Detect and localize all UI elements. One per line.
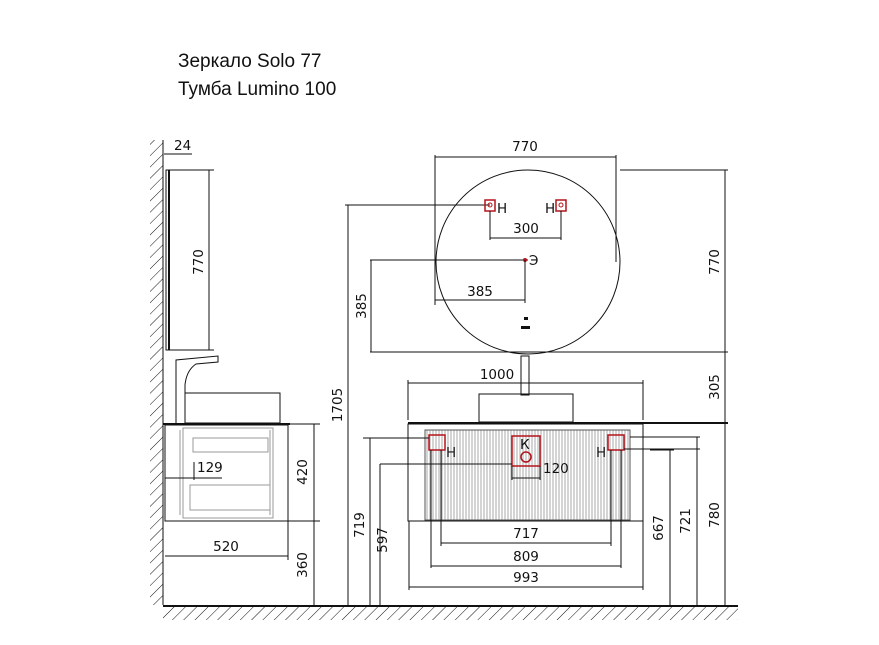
dim-cabinet-height: 420: [295, 459, 311, 485]
socket-label: Э: [529, 253, 538, 269]
dim-socket-height: 385: [354, 293, 370, 319]
dim-height-597: 597: [375, 527, 391, 553]
dim-inner-width-717: 717: [513, 526, 539, 542]
dim-mount-spacing: 300: [513, 221, 539, 237]
dim-total-cabinet-height: 780: [707, 502, 723, 528]
faucet-front: [520, 355, 530, 396]
floor-hatch: [163, 606, 738, 620]
dim-mirror-height-front: 770: [707, 249, 723, 275]
sensor-icon: [524, 317, 528, 320]
dim-mirror-height-side: 770: [191, 249, 207, 275]
cabinet-title: Тумба Lumino 100: [178, 79, 337, 100]
wall-hatch: [150, 140, 163, 605]
dim-inner-width-993: 993: [513, 570, 539, 586]
mount-marker-right: [555, 199, 567, 212]
dim-inner-width-809: 809: [513, 549, 539, 565]
dim-mirror-width: 770: [512, 139, 538, 155]
dim-countertop-width: 1000: [480, 367, 514, 383]
dim-mirror-depth: 24: [174, 138, 191, 154]
cabinet-mount-right: [607, 434, 625, 451]
dim-socket-offset: 385: [467, 284, 493, 300]
dim-total-height: 1705: [330, 388, 346, 422]
dim-cabinet-depth: 520: [213, 539, 239, 555]
dim-mirror-gap: 305: [707, 374, 723, 400]
dim-drain-width: 120: [543, 461, 569, 477]
dim-drain-offset: 129: [197, 460, 223, 476]
drain-zone: [511, 435, 541, 467]
faucet: [175, 355, 219, 425]
mount-label-left: Н: [497, 201, 507, 217]
dim-height-719: 719: [352, 512, 368, 538]
cabinet-mount-label-left: Н: [446, 445, 456, 461]
side-view: 24 770 129 420 360 520: [150, 138, 738, 620]
dim-height-721: 721: [678, 508, 694, 534]
dim-height-667: 667: [651, 515, 667, 541]
drain-label: К: [520, 437, 530, 453]
basin-side: [184, 392, 281, 424]
front-view: 1705 385 770 Н Н 300 Э 385: [330, 139, 728, 606]
basin-front: [478, 393, 574, 423]
fluted-facade: [424, 429, 631, 521]
round-mirror: [435, 169, 621, 355]
mount-label-right: Н: [545, 201, 555, 217]
cabinet-body: [407, 423, 644, 522]
cabinet-mount-left: [428, 434, 446, 451]
cabinet-mount-label-right: Н: [596, 445, 606, 461]
touch-button-icon: [521, 326, 530, 329]
dim-floor-to-cabinet: 360: [295, 552, 311, 578]
mirror-title: Зеркало Solo 77: [178, 51, 322, 72]
